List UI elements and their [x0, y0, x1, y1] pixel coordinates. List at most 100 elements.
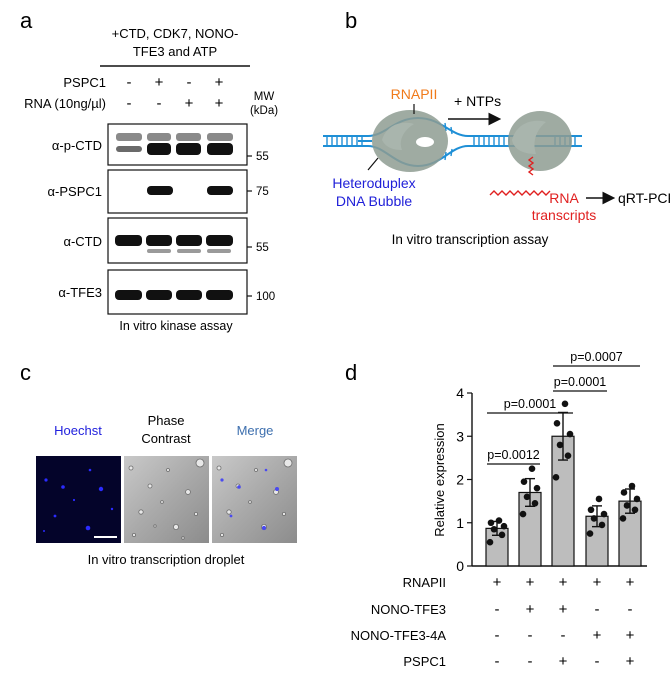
- blot-label-ctd: α-CTD: [63, 234, 102, 249]
- d-sign: +: [626, 653, 635, 670]
- data-point: [633, 495, 641, 503]
- row-signs-a: -+-+--++: [127, 74, 224, 112]
- error-bar: [625, 488, 635, 514]
- d-sign: -: [595, 653, 600, 670]
- blot-label-tfe3: α-TFE3: [58, 285, 102, 300]
- row-label-rna: RNA (10ng/µl): [24, 96, 106, 111]
- condition-line-1: +CTD, CDK7, NONO-: [112, 26, 239, 41]
- data-point: [520, 478, 528, 485]
- data-point: [528, 465, 536, 472]
- ntps-label: + NTPs: [454, 93, 501, 109]
- d-sign: +: [493, 574, 502, 591]
- d-sign: -: [495, 653, 500, 670]
- p-value-label: p=0.0001: [504, 397, 557, 411]
- blot-label-pctd: α-p-CTD: [52, 138, 102, 153]
- d-sign: +: [559, 574, 568, 591]
- d-sign: -: [561, 627, 566, 644]
- d-sign: +: [526, 601, 535, 618]
- error-bar: [525, 477, 535, 508]
- d-sign: -: [528, 653, 533, 670]
- phase-header-line-2: Contrast: [141, 431, 191, 446]
- rnapii-label: RNAPII: [391, 86, 438, 102]
- a-sign: -: [127, 74, 132, 91]
- panel-c: c Hoechst Phase Contrast Merge: [20, 360, 297, 567]
- data-point: [487, 519, 495, 527]
- mw-header-1: MW: [254, 91, 275, 103]
- data-point: [623, 502, 631, 509]
- d-row-label-rnapii: RNAPII: [403, 575, 446, 590]
- rnapii-enzyme-2: [508, 111, 572, 171]
- rna-transcript-squiggle: [489, 190, 551, 196]
- data-point: [486, 538, 494, 546]
- data-point: [566, 430, 574, 438]
- a-sign: -: [157, 95, 162, 112]
- a-sign: -: [187, 74, 192, 91]
- rnapii-enzyme-1: [358, 110, 448, 172]
- blot-tfe3: [107, 269, 248, 315]
- data-point: [564, 452, 572, 460]
- phase-header-line-1: Phase: [148, 413, 185, 428]
- rna-label-line-1: RNA: [549, 190, 579, 206]
- d-sign: -: [495, 601, 500, 618]
- mw-marker-pctd: 55: [256, 151, 269, 163]
- p-value-label: p=0.0007: [570, 350, 623, 364]
- data-point: [561, 400, 569, 408]
- data-point: [631, 506, 639, 514]
- d-sign: -: [628, 601, 633, 618]
- mw-marker-pspc1: 75: [256, 186, 269, 198]
- blot-pspc1: [107, 169, 248, 214]
- hoechst-header: Hoechst: [54, 423, 102, 438]
- rna-label-line-2: transcripts: [532, 207, 597, 223]
- d-row-label-pspc1: PSPC1: [403, 654, 446, 669]
- row-label-pspc1: PSPC1: [63, 75, 106, 90]
- a-sign: +: [215, 95, 224, 112]
- d-sign: +: [593, 627, 602, 644]
- merge-image: [212, 456, 297, 543]
- y-tick-label: 2: [456, 472, 464, 488]
- d-sign: -: [528, 627, 533, 644]
- row-signs-d: +++++-++-----++--+-+: [493, 574, 635, 670]
- panel-c-caption: In vitro transcription droplet: [88, 552, 245, 567]
- d-sign: +: [559, 653, 568, 670]
- a-sign: +: [155, 74, 164, 91]
- bubble-label-line-1: Heteroduplex: [332, 175, 415, 191]
- data-point: [595, 495, 603, 503]
- data-point: [628, 482, 636, 490]
- panel-letter-b: b: [345, 8, 357, 33]
- a-sign: -: [127, 95, 132, 112]
- data-point: [519, 510, 527, 518]
- d-sign: -: [595, 601, 600, 618]
- data-point: [587, 506, 595, 514]
- data-point: [533, 484, 541, 492]
- data-point: [556, 441, 564, 449]
- data-point: [553, 419, 561, 427]
- mw-marker-ctd: 55: [256, 242, 269, 254]
- data-point: [620, 489, 628, 496]
- data-point: [531, 499, 539, 507]
- p-value-label: p=0.0001: [554, 375, 607, 389]
- d-sign: +: [559, 601, 568, 618]
- bubble-label-line-2: DNA Bubble: [336, 193, 412, 209]
- d-sign: +: [626, 627, 635, 644]
- merge-header: Merge: [237, 423, 274, 438]
- condition-line-2: TFE3 and ATP: [133, 44, 217, 59]
- data-point: [490, 525, 498, 533]
- d-sign: +: [626, 574, 635, 591]
- d-row-label-nono-tfe3: NONO-TFE3: [371, 602, 446, 617]
- panel-letter-a: a: [20, 8, 33, 33]
- panel-b-caption: In vitro transcription assay: [392, 232, 549, 247]
- error-bar: [592, 505, 602, 528]
- panel-letter-d: d: [345, 360, 357, 385]
- data-point: [619, 515, 627, 522]
- mw-marker-tfe3: 100: [256, 291, 275, 303]
- data-point: [600, 510, 608, 518]
- qrt-label: qRT-PCR: [618, 190, 670, 206]
- data-point: [590, 515, 598, 522]
- d-sign: -: [495, 627, 500, 644]
- d-sign: +: [526, 574, 535, 591]
- mw-header-2: (kDa): [250, 105, 278, 117]
- blot-pcdt: [107, 123, 248, 166]
- y-tick-label: 0: [456, 558, 464, 574]
